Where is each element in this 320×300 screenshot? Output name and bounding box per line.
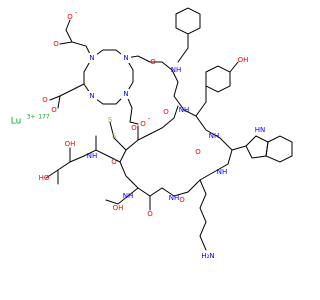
atom-o-carboxyl-3: O	[51, 106, 57, 114]
atom-o-anion-1: O	[67, 13, 73, 21]
tyrosine-ring	[195, 61, 239, 117]
atom-o-carboxyl-1: O	[53, 40, 59, 48]
atom-o-amide-3: O	[195, 148, 201, 156]
anion-charge-2: -	[148, 115, 151, 123]
atom-oh-threonine: OH	[113, 204, 124, 212]
atom-nh-1: NH	[171, 66, 182, 74]
atom-oh-threoninol-1: OH	[65, 140, 76, 148]
atom-nh-6: NH	[123, 192, 134, 200]
anion-charge-1: -	[75, 9, 78, 17]
atom-nh-4: NH	[217, 168, 228, 176]
phenylalanine-ring	[175, 7, 201, 63]
atom-nh-3: NH	[209, 132, 220, 140]
atom-o-amide-2: O	[163, 108, 169, 116]
atom-s-2: S	[108, 116, 113, 124]
atom-s-1: S	[112, 132, 117, 140]
tryptophan-indole	[231, 135, 293, 163]
atom-n3: N	[123, 90, 128, 98]
atom-o-carboxyl-2: O	[131, 124, 137, 132]
atom-nh-2: NH	[179, 106, 190, 114]
metal-isotope: 177	[38, 114, 50, 121]
atom-indole-nh: HN	[255, 126, 266, 134]
atom-oh-tyrosine: OH	[238, 56, 249, 64]
molecule-diagram: N N N N O O - O - O O O O NH NH O NH O N…	[11, 7, 293, 260]
atom-nh-7: NH	[87, 152, 98, 160]
atom-o-amide-6: O	[111, 158, 117, 166]
atom-nh-5: NH	[169, 194, 180, 202]
atom-labels: N N N N O O - O - O O O O NH NH O NH O N…	[39, 9, 266, 260]
atom-o-amide-1: O	[150, 58, 156, 66]
atom-ho-threoninol: HO	[39, 174, 50, 182]
metal-symbol: Lu	[11, 117, 22, 127]
atom-terminal-amine: H₂N	[201, 252, 214, 260]
threoninol-tail	[45, 147, 85, 185]
atom-n4: N	[89, 92, 94, 100]
lutetium-ion: Lu 3+ 177	[11, 114, 50, 127]
metal-charge: 3+	[27, 114, 36, 121]
atom-o-anion-3: O	[42, 96, 48, 104]
atom-o-anion-2: O	[140, 120, 146, 128]
peptide-backbone	[83, 69, 233, 211]
atom-o-amide-5: O	[147, 210, 153, 218]
atom-n1: N	[89, 54, 94, 62]
dota-chelator	[49, 19, 173, 125]
structure-drawing: N N N N O O - O - O O O O NH NH O NH O N…	[11, 7, 293, 260]
atom-n2: N	[123, 54, 128, 62]
lysine-chain	[199, 179, 207, 251]
atom-o-amide-4: O	[179, 196, 185, 204]
